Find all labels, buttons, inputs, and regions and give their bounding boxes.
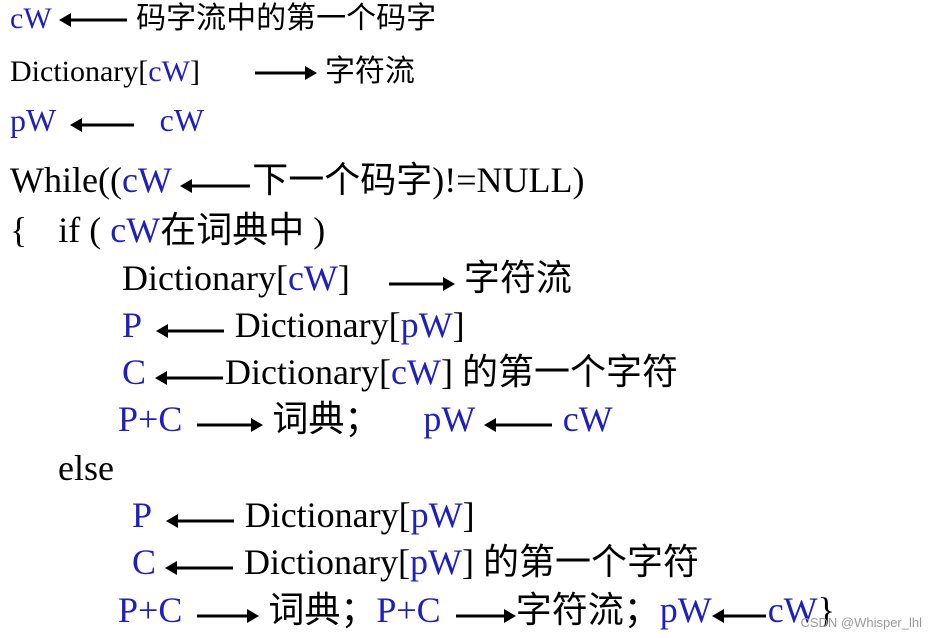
var-c: C bbox=[132, 542, 157, 582]
bracket-close: ] bbox=[461, 542, 474, 582]
var-pw: pW bbox=[423, 399, 475, 439]
var-cw: cW bbox=[110, 210, 161, 250]
arrow-right-icon bbox=[388, 262, 455, 298]
arrow-right-icon bbox=[197, 594, 260, 630]
text-char-stream: 字符流； bbox=[515, 590, 660, 631]
keyword-while: While(( bbox=[10, 160, 122, 200]
arrow-right-icon bbox=[455, 594, 516, 630]
bracket-close: ] bbox=[452, 305, 465, 345]
bracket-open: [ bbox=[275, 258, 288, 298]
dictionary-label: Dictionary bbox=[122, 258, 276, 298]
brace-open: { bbox=[10, 210, 28, 250]
arrow-left-icon bbox=[165, 499, 236, 535]
arrow-left-icon bbox=[711, 594, 768, 630]
bracket-open: [ bbox=[398, 495, 411, 535]
arrow-left-icon bbox=[69, 106, 136, 138]
text-dict: 词典； bbox=[268, 590, 377, 631]
bracket-close: ] bbox=[189, 55, 200, 88]
if-close: ) bbox=[313, 210, 326, 250]
dictionary-label: Dictionary bbox=[225, 352, 379, 392]
code-line-1: cW 码字流中的第一个码字 bbox=[10, 4, 436, 36]
text-next-code: 下一个码字 bbox=[252, 160, 433, 201]
code-line-2: Dictionary[cW] 字符流 bbox=[10, 57, 415, 89]
bracket-close: ] bbox=[440, 352, 453, 392]
arrow-left-icon bbox=[180, 164, 252, 200]
var-cw: cW bbox=[159, 102, 205, 138]
bracket-open: [ bbox=[388, 305, 401, 345]
bracket-close: ] bbox=[462, 495, 475, 535]
bracket-open: [ bbox=[397, 542, 410, 582]
code-line-else: else bbox=[58, 450, 114, 486]
text-char-stream: 字符流 bbox=[463, 258, 572, 299]
text-first-char: 的第一个字符 bbox=[482, 542, 699, 583]
var-c: C bbox=[122, 352, 147, 392]
dictionary-label: Dictionary bbox=[234, 305, 389, 345]
arrow-left-icon bbox=[483, 403, 554, 439]
var-p: P bbox=[122, 305, 141, 345]
var-cw: cW bbox=[767, 590, 818, 630]
var-pc: P+C bbox=[118, 590, 183, 630]
var-cw: cW bbox=[121, 160, 172, 200]
var-p: P bbox=[132, 495, 151, 535]
arrow-right-icon bbox=[197, 403, 264, 439]
keyword-if: if ( bbox=[58, 210, 102, 250]
text-in-dict: 在词典中 bbox=[160, 210, 305, 251]
var-pw: pW bbox=[409, 542, 462, 582]
bracket-close: ] bbox=[337, 258, 350, 298]
dictionary-label: Dictionary bbox=[244, 495, 399, 535]
keyword-else: else bbox=[58, 448, 114, 488]
brace-close: } bbox=[817, 590, 835, 630]
dictionary-label: Dictionary bbox=[10, 55, 139, 88]
code-line-if-2: P Dictionary[pW] bbox=[122, 307, 465, 347]
arrow-left-icon bbox=[155, 309, 226, 345]
arrow-left-icon bbox=[165, 546, 235, 582]
var-pw: pW bbox=[659, 590, 712, 630]
var-pc: P+C bbox=[118, 399, 183, 439]
arrow-left-icon bbox=[58, 4, 129, 34]
text-first-code: 码字流中的第一个码字 bbox=[136, 1, 437, 36]
var-cw: cW bbox=[390, 352, 441, 392]
var-pc: P+C bbox=[376, 590, 441, 630]
code-line-if-3: C Dictionary[cW] 的第一个字符 bbox=[122, 354, 678, 394]
var-pw: pW bbox=[10, 102, 56, 138]
var-pw: pW bbox=[410, 495, 463, 535]
code-line-3: pW cW bbox=[10, 104, 204, 140]
code-line-else-2: C Dictionary[pW] 的第一个字符 bbox=[132, 544, 699, 584]
watermark: CSDN @Whisper_lhl bbox=[800, 615, 922, 630]
var-cw: cW bbox=[562, 399, 613, 439]
code-line-if-4: P+C 词典； pW cW bbox=[118, 401, 613, 441]
text-char-stream: 字符流 bbox=[324, 54, 415, 89]
code-line-if-1: Dictionary[cW] 字符流 bbox=[122, 260, 572, 300]
code-line-if: { if ( cW在词典中 ) bbox=[10, 212, 325, 249]
arrow-left-icon bbox=[155, 356, 225, 392]
dictionary-label: Dictionary bbox=[244, 542, 398, 582]
var-cw: cW bbox=[10, 2, 52, 35]
code-line-while: While((cW 下一个码字)!=NULL) bbox=[10, 162, 585, 202]
arrow-right-icon bbox=[255, 57, 318, 87]
text-dict: 词典； bbox=[272, 399, 381, 440]
text-first-char: 的第一个字符 bbox=[461, 352, 678, 393]
while-close: )!=NULL) bbox=[432, 160, 585, 200]
bracket-open: [ bbox=[138, 55, 149, 88]
var-pw: pW bbox=[400, 305, 453, 345]
bracket-open: [ bbox=[378, 352, 391, 392]
code-line-else-1: P Dictionary[pW] bbox=[132, 497, 475, 537]
var-cw: cW bbox=[148, 55, 190, 88]
var-cw: cW bbox=[287, 258, 338, 298]
